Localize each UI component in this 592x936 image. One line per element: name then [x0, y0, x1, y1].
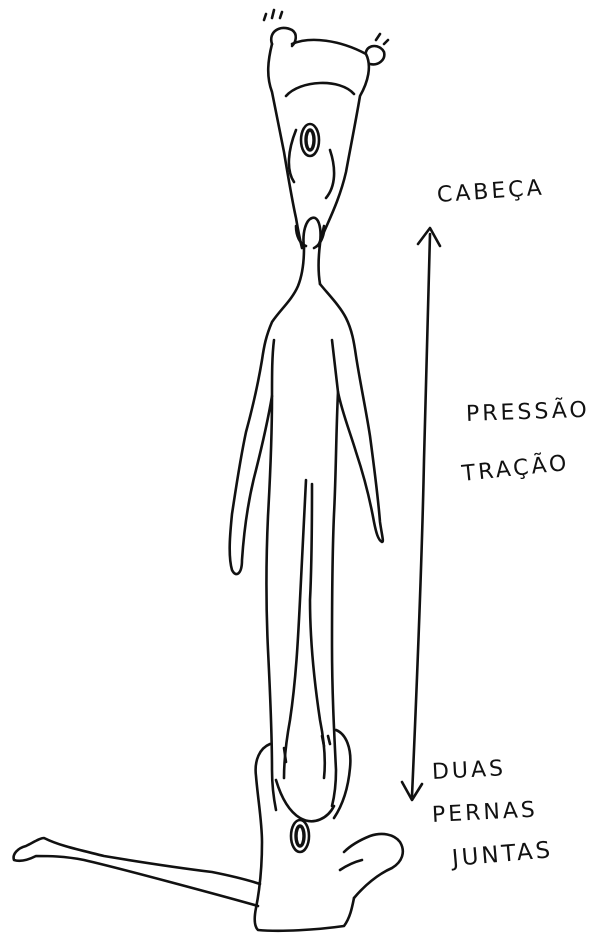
- standing-figure: [230, 218, 383, 810]
- top-figure-head-inner: [306, 130, 314, 150]
- top-figure-body-outline: [292, 40, 369, 248]
- force-arrow-shaft: [412, 234, 430, 796]
- standing-figure-leg-line-right: [310, 484, 325, 778]
- standing-figure-left-outline: [230, 248, 304, 810]
- label-pressao: PRESSÃO: [466, 398, 591, 427]
- seated-figure-head-inner: [296, 826, 304, 846]
- standing-figure-right-arm-inner: [332, 340, 338, 392]
- standing-figure-left-arm-inner: [272, 340, 274, 396]
- standing-figure-neck: [303, 218, 320, 284]
- seated-figure-inner-curve: [276, 780, 334, 821]
- label-duas: DUAS: [431, 756, 506, 785]
- top-figure-body-outline-left: [268, 44, 302, 248]
- seated-base-figure: [14, 730, 403, 931]
- force-arrow: [402, 228, 440, 800]
- seated-figure-extended-leg: [14, 838, 260, 906]
- standing-figure-right-outline: [320, 284, 383, 806]
- seated-figure-knee-inner: [340, 860, 362, 870]
- standing-figure-leg-line-left: [284, 480, 306, 778]
- seated-figure-bent-knee: [344, 834, 403, 898]
- top-figure-inverted: [264, 10, 388, 248]
